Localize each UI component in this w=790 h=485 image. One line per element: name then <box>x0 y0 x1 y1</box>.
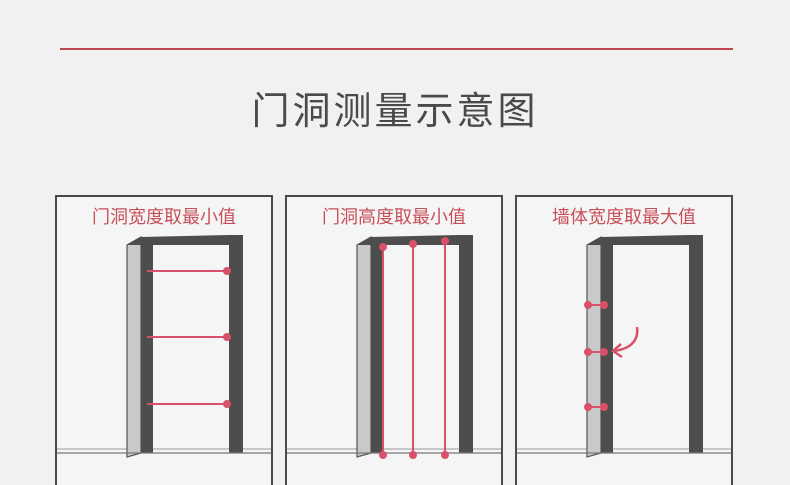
frame-inner-jamb <box>371 237 383 453</box>
frame-top-header <box>357 235 459 245</box>
frame-right-jamb <box>229 235 243 453</box>
panel-caption: 门洞高度取最小值 <box>322 207 466 228</box>
frame-side-jamb <box>356 235 372 458</box>
panel-caption: 门洞宽度取最小值 <box>92 207 236 228</box>
panel-door-height: 门洞高度取最小值 <box>285 195 503 485</box>
measure-point <box>409 451 417 459</box>
frame-inner-jamb <box>601 237 613 453</box>
measure-point <box>600 348 608 356</box>
door-height-illustration <box>287 235 501 459</box>
curved-arrow-icon <box>610 326 639 359</box>
panel-door-width: 门洞宽度取最小值 <box>55 195 273 485</box>
frame-side-jamb <box>126 235 142 458</box>
measure-point <box>223 267 231 275</box>
measure-point <box>223 333 231 341</box>
frame-side-jamb <box>586 235 602 458</box>
top-divider-line <box>60 48 733 50</box>
frame-right-jamb <box>689 235 703 453</box>
frame-top-header <box>587 235 689 245</box>
measure-point <box>379 451 387 459</box>
measure-point <box>600 403 608 411</box>
wall-thickness-illustration <box>517 235 731 458</box>
wall-measure-lines <box>584 301 608 411</box>
height-measure-lines <box>379 237 449 459</box>
frame-inner-jamb <box>141 237 153 453</box>
panel-wall-thickness: 墙体宽度取最大值 <box>515 195 733 485</box>
measure-point <box>600 301 608 309</box>
measure-point <box>223 400 231 408</box>
frame-right-jamb <box>459 235 473 453</box>
page-title: 门洞测量示意图 <box>251 89 539 133</box>
door-width-illustration <box>57 235 271 458</box>
measure-point <box>441 451 449 459</box>
width-measure-lines <box>147 267 231 408</box>
panel-caption: 墙体宽度取最大值 <box>552 207 696 228</box>
frame-top-header <box>127 235 229 245</box>
